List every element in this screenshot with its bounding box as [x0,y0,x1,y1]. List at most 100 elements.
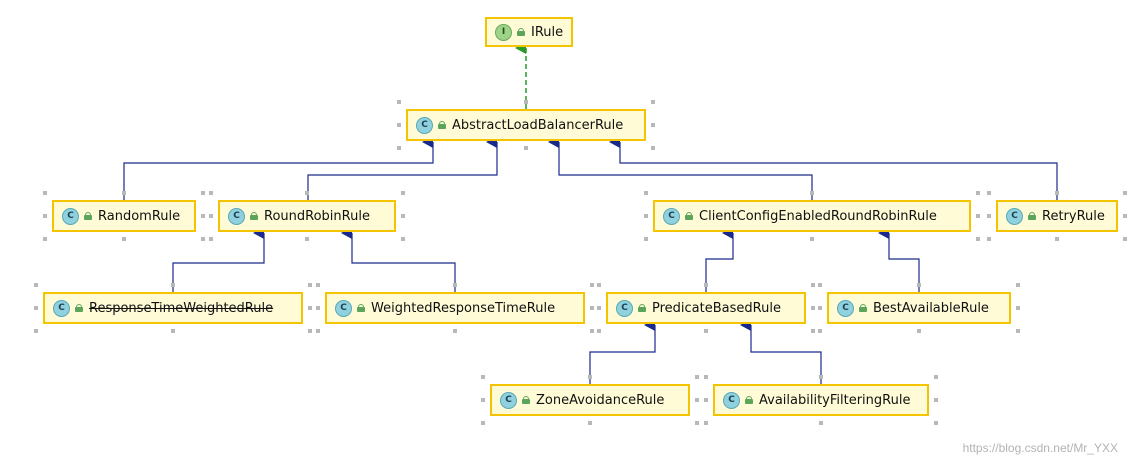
node-retry[interactable]: C RetryRule [996,200,1118,232]
lock-icon [357,304,365,312]
selection-handle [1123,214,1127,218]
selection-handle [171,283,175,287]
class-icon: C [1006,207,1023,225]
selection-handle [651,123,655,127]
selection-handle [34,329,38,333]
node-label: RetryRule [1042,208,1105,224]
selection-handle [810,191,814,195]
selection-handle [1055,191,1059,195]
node-label: ClientConfigEnabledRoundRobinRule [699,208,937,224]
edge-wrtr-extends-rrr [341,227,456,292]
selection-handle [201,191,205,195]
node-ablr[interactable]: C AbstractLoadBalancerRule [406,109,646,141]
selection-handle [976,237,980,241]
selection-handle [819,375,823,379]
lock-icon [685,212,693,220]
node-label: AbstractLoadBalancerRule [452,117,624,133]
selection-handle [34,283,38,287]
selection-handle [397,146,401,150]
selection-handle [524,100,528,104]
selection-handle [917,329,921,333]
class-icon: C [416,116,433,134]
class-icon: C [500,391,517,409]
selection-handle [43,191,47,195]
node-label: PredicateBasedRule [652,300,781,316]
selection-handle [1016,283,1020,287]
selection-handle [695,398,699,402]
selection-handle [201,214,205,218]
node-label: RoundRobinRule [264,208,370,224]
selection-handle [695,375,699,379]
selection-handle [644,214,648,218]
edge-zar-extends-pbr [589,319,656,384]
selection-handle [818,329,822,333]
selection-handle [308,283,312,287]
selection-handle [43,214,47,218]
selection-handle [811,306,815,310]
selection-handle [43,237,47,241]
selection-handle [524,146,528,150]
class-icon: C [335,299,352,317]
class-icon: C [723,391,740,409]
node-label: AvailabilityFilteringRule [759,392,911,408]
class-icon: C [53,299,70,317]
selection-handle [209,237,213,241]
lock-icon [745,396,753,404]
selection-handle [171,329,175,333]
selection-handle [818,306,822,310]
selection-handle [401,191,405,195]
edge-retry-extends-ablr [609,136,1058,200]
selection-handle [704,398,708,402]
node-pbr[interactable]: C PredicateBasedRule [606,292,806,324]
class-icon: C [837,299,854,317]
selection-handle [597,283,601,287]
lock-icon [75,304,83,312]
edge-rtwr-extends-rrr [172,227,265,292]
selection-handle [1055,237,1059,241]
selection-handle [811,329,815,333]
selection-handle [316,306,320,310]
selection-handle [209,214,213,218]
lock-icon [250,212,258,220]
selection-handle [481,398,485,402]
selection-handle [934,421,938,425]
selection-handle [308,306,312,310]
selection-handle [644,191,648,195]
selection-handle [453,283,457,287]
selection-handle [308,329,312,333]
selection-handle [704,329,708,333]
lock-icon [522,396,530,404]
selection-handle [590,306,594,310]
selection-handle [1123,237,1127,241]
selection-handle [1016,329,1020,333]
selection-handle [122,191,126,195]
selection-handle [1123,191,1127,195]
edge-pbr-extends-ccerr [705,227,734,292]
selection-handle [401,237,405,241]
selection-handle [704,375,708,379]
class-icon: C [616,299,633,317]
class-icon: C [663,207,680,225]
node-ccerr[interactable]: C ClientConfigEnabledRoundRobinRule [653,200,971,232]
lock-icon [438,121,446,129]
selection-handle [590,283,594,287]
lock-icon [84,212,92,220]
selection-handle [644,237,648,241]
selection-handle [934,375,938,379]
selection-handle [305,191,309,195]
selection-handle [934,398,938,402]
selection-handle [976,191,980,195]
node-label: RandomRule [98,208,181,224]
selection-handle [811,283,815,287]
selection-handle [651,146,655,150]
node-afr[interactable]: C AvailabilityFilteringRule [713,384,929,416]
edge-afr-extends-pbr [740,319,822,384]
selection-handle [397,100,401,104]
